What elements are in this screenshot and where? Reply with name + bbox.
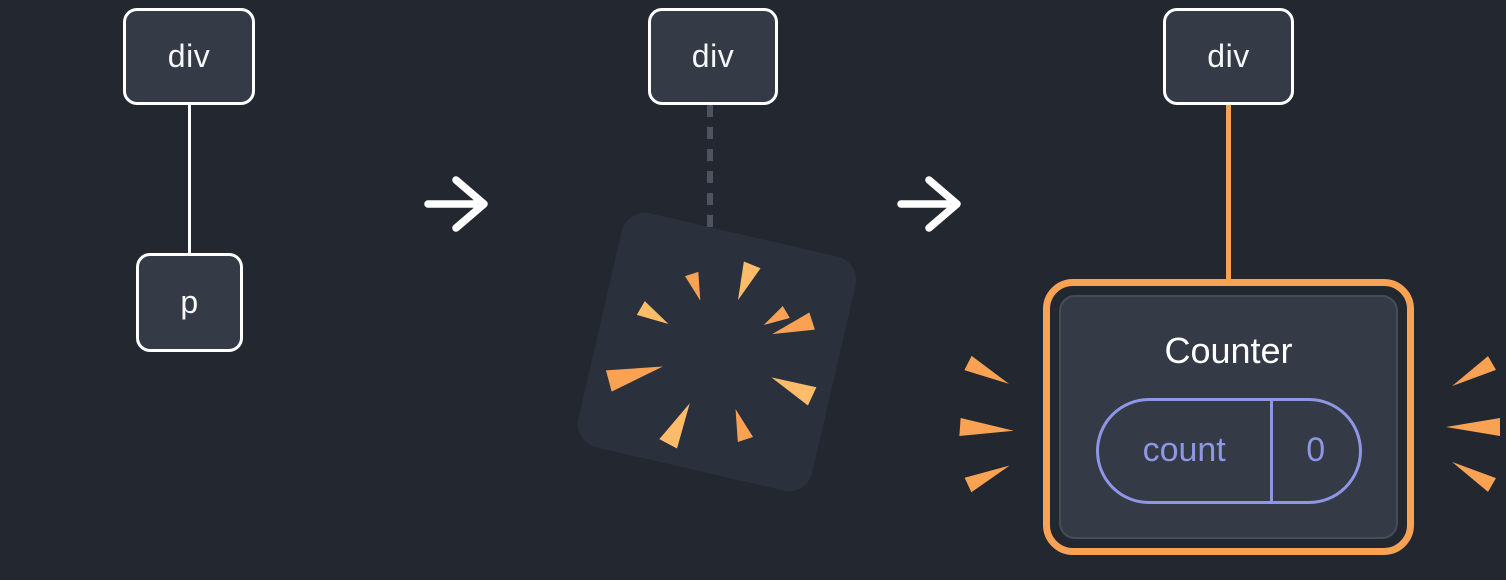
arrow-right-icon — [424, 176, 488, 232]
counter-component-body: Counter count 0 — [1059, 295, 1398, 539]
state-value: 0 — [1306, 431, 1326, 469]
state-key: count — [1099, 400, 1273, 501]
state-pill: count 0 — [1095, 397, 1362, 504]
spark-burst-icon — [605, 261, 817, 449]
dom-node-label: div — [167, 38, 211, 74]
spark-left-icon — [959, 355, 1014, 493]
dom-node-p: p — [136, 253, 243, 352]
spark-right-icon — [1446, 356, 1500, 492]
dom-node-div-3: div — [1163, 8, 1294, 105]
dom-node-div-1: div — [123, 8, 255, 105]
dom-node-div-2: div — [648, 8, 778, 105]
arrow-right-icon — [897, 176, 961, 232]
tree-edge — [188, 105, 191, 255]
component-title: Counter — [1164, 329, 1293, 371]
dom-node-label: p — [180, 284, 199, 320]
orange-edge — [1226, 105, 1231, 287]
dashed-edge — [707, 105, 713, 237]
counter-component-card: Counter count 0 — [1043, 279, 1414, 555]
dom-node-label: div — [691, 38, 735, 74]
dom-node-label: div — [1207, 38, 1250, 74]
